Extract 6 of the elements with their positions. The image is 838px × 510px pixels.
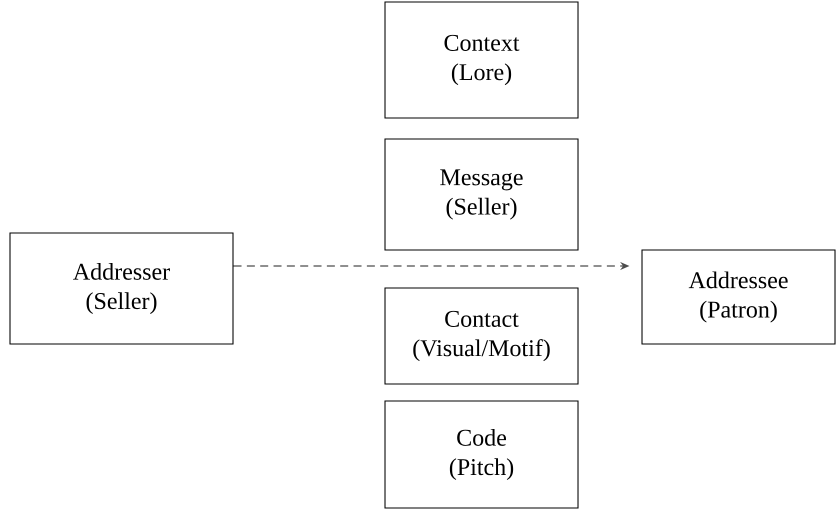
text-box: Addressee (Patron) xyxy=(641,249,836,345)
text-box: Code (Pitch) xyxy=(384,400,579,509)
text-box: Addresser (Seller) xyxy=(9,232,234,345)
text-box: Context (Lore) xyxy=(384,1,579,119)
text-box: Contact (Visual/Motif) xyxy=(384,287,579,385)
text-box: Message (Seller) xyxy=(384,138,579,251)
